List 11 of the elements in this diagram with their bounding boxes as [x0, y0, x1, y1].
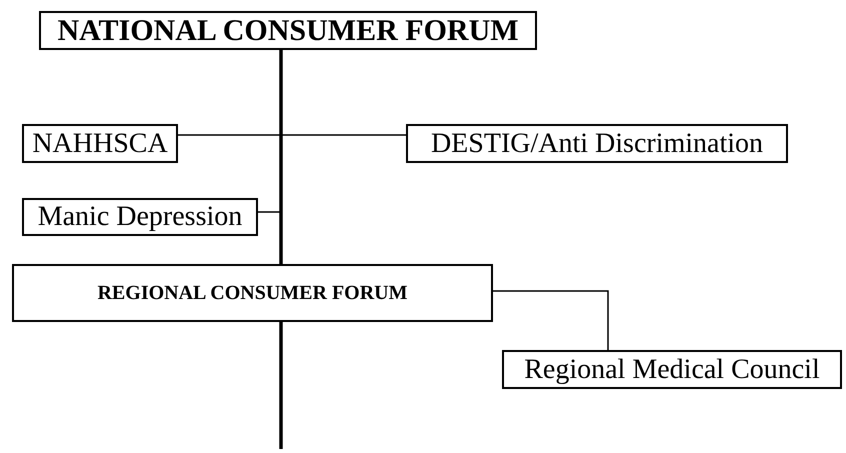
connector-line	[258, 211, 281, 213]
connector-line	[178, 134, 406, 136]
connector-line	[279, 50, 283, 264]
connector-line	[279, 322, 283, 449]
org-box: NAHHSCA	[22, 124, 178, 163]
org-box: Regional Medical Council	[502, 350, 842, 389]
org-box: Manic Depression	[22, 198, 258, 236]
org-box: DESTIG/Anti Discrimination	[406, 124, 788, 163]
org-box: NATIONAL CONSUMER FORUM	[39, 11, 537, 50]
org-box: REGIONAL CONSUMER FORUM	[12, 264, 493, 322]
connector-line	[493, 290, 609, 350]
